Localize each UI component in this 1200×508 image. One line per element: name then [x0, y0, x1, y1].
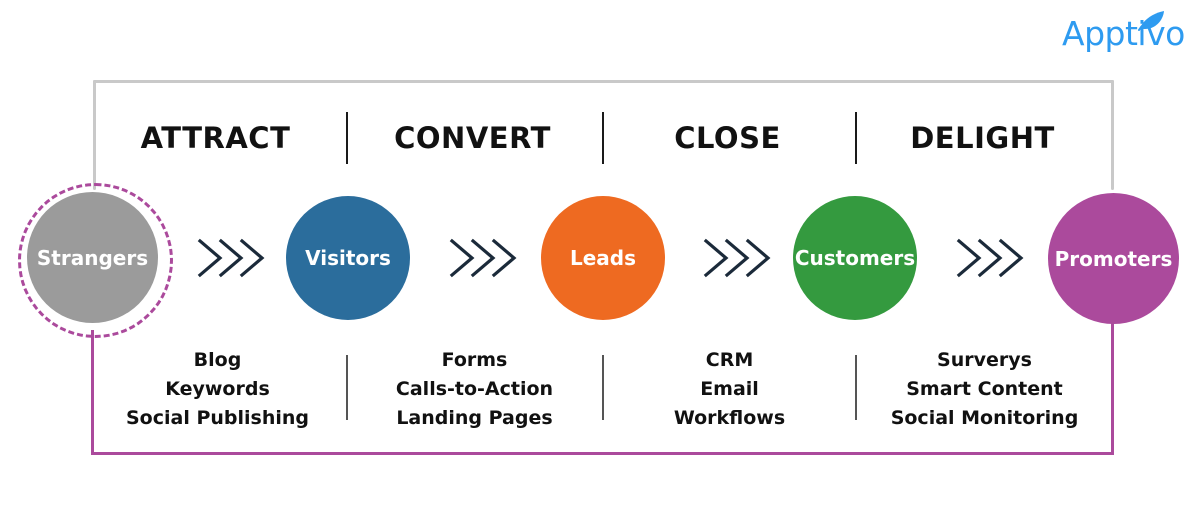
divider-attract-convert-top: [346, 112, 348, 164]
tactics-close: CRM Email Workflows: [607, 346, 852, 433]
logo-wordmark: Apptivo: [1062, 14, 1185, 53]
tactic-item: CRM: [705, 349, 754, 371]
node-leads[interactable]: Leads: [541, 196, 665, 320]
tactic-item: Surverys: [937, 349, 1032, 371]
divider-convert-close-top: [602, 112, 604, 164]
divider-close-delight-top: [855, 112, 857, 164]
frame-left-border: [93, 80, 96, 190]
loop-right-segment: [1111, 320, 1114, 455]
node-promoters[interactable]: Promoters: [1048, 193, 1179, 324]
tactic-item: Landing Pages: [396, 407, 553, 429]
stage-header-close: CLOSE: [674, 121, 781, 155]
divider-convert-close-bottom: [602, 355, 604, 420]
tactic-item: Calls-to-Action: [395, 378, 554, 400]
node-customers[interactable]: Customers: [793, 196, 917, 320]
node-strangers-label: Strangers: [36, 245, 149, 270]
frame-top-border: [93, 80, 1114, 83]
arrow-visitors-to-leads: [448, 235, 518, 281]
node-visitors-label: Visitors: [305, 246, 391, 270]
loop-left-segment: [91, 330, 94, 455]
stage-header-attract: ATTRACT: [140, 121, 291, 155]
node-customers-label: Customers: [794, 246, 916, 270]
loop-bottom-segment: [91, 452, 1114, 455]
node-visitors[interactable]: Visitors: [286, 196, 410, 320]
node-leads-label: Leads: [569, 246, 637, 270]
stage-header-delight: DELIGHT: [910, 121, 1055, 155]
apptivo-logo: Apptivo: [1062, 11, 1194, 56]
node-promoters-label: Promoters: [1054, 246, 1173, 271]
stage-header-convert: CONVERT: [394, 121, 551, 155]
tactics-delight: Surverys Smart Content Social Monitoring: [862, 346, 1107, 433]
leaf-icon: [1138, 11, 1164, 31]
strangers-dashed-ring: [18, 183, 173, 338]
tactic-item: Workflows: [673, 407, 786, 429]
tactic-item: Social Monitoring: [890, 407, 1079, 429]
frame-right-border: [1111, 80, 1114, 190]
divider-attract-convert-bottom: [346, 355, 348, 420]
divider-close-delight-bottom: [855, 355, 857, 420]
tactic-item: Social Publishing: [125, 407, 309, 429]
tactic-item: Forms: [441, 349, 508, 371]
arrow-customers-to-promoters: [955, 235, 1025, 281]
arrow-strangers-to-visitors: [196, 235, 266, 281]
tactic-item: Blog: [193, 349, 242, 371]
tactic-item: Keywords: [165, 378, 270, 400]
node-strangers[interactable]: Strangers: [27, 192, 158, 323]
arrow-leads-to-customers: [702, 235, 772, 281]
tactics-convert: Forms Calls-to-Action Landing Pages: [352, 346, 597, 433]
tactic-item: Email: [700, 378, 759, 400]
tactic-item: Smart Content: [906, 378, 1063, 400]
tactics-attract: Blog Keywords Social Publishing: [95, 346, 340, 433]
